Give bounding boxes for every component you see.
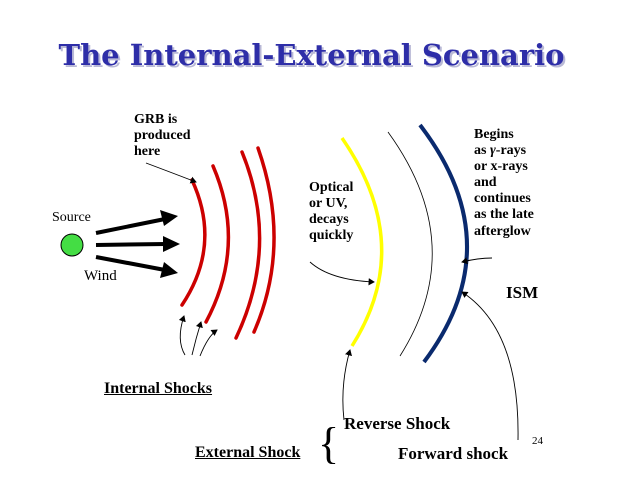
grb-label: GRB is produced here (134, 112, 191, 160)
wind-label: Wind (84, 268, 117, 284)
contact-shell (387, 131, 433, 357)
grb-pointer (145, 162, 197, 184)
internal-pointer-2 (191, 321, 203, 356)
internal-shell-1 (180, 178, 207, 307)
internal-shocks-label: Internal Shocks (104, 380, 213, 397)
optical-label-line: Optical (309, 180, 354, 195)
ism-label: ISM (506, 283, 539, 302)
grb-label-line: here (134, 144, 161, 160)
reverse-shock-pointer (342, 349, 352, 421)
forward-shock-label: Forward shock (398, 444, 509, 463)
optical-label-line: quickly (309, 228, 354, 244)
gamma-ray-line: as γ-rays (474, 143, 534, 159)
afterglow-pointer (461, 257, 493, 265)
optical-label: Optical or UV, decays quickly (309, 180, 353, 244)
wind-arrows (95, 210, 180, 278)
source-label: Source (52, 210, 91, 225)
internal-shells (180, 146, 276, 340)
internal-pointer-1 (178, 315, 186, 356)
external-shock-label: External Shock (195, 444, 301, 461)
internal-shell-2 (204, 164, 231, 324)
grb-label-line: produced (134, 128, 191, 144)
page-number: 24 (532, 435, 543, 447)
gamma-prefix: as (474, 143, 490, 159)
gamma-symbol: γ (489, 143, 496, 159)
forward-shock-pointer (461, 291, 519, 441)
afterglow-label-line: continues (474, 191, 531, 207)
optical-label-line: or UV, (309, 196, 348, 212)
afterglow-label-line: afterglow (474, 223, 531, 239)
afterglow-label-line: or x-rays (474, 159, 528, 175)
internal-shell-3 (234, 150, 262, 340)
afterglow-label: Begins as γ-rays or x-rays and continues… (474, 127, 534, 240)
internal-shell-4 (252, 146, 276, 334)
grb-label-line: GRB is (134, 112, 178, 127)
optical-pointer (309, 261, 375, 286)
reverse-shock-label: Reverse Shock (344, 414, 451, 433)
source-circle (60, 233, 84, 257)
forward-shock-shell (418, 123, 469, 364)
afterglow-label-line: as the late (474, 207, 534, 223)
internal-pointer-3 (199, 329, 218, 357)
reverse-shock-shell (340, 137, 384, 347)
optical-label-line: decays (309, 212, 349, 228)
slide-title: The Internal-External Scenario (58, 38, 565, 72)
external-shock-brace: { (318, 419, 340, 468)
afterglow-label-line: Begins (474, 127, 514, 142)
afterglow-label-line: and (474, 175, 497, 191)
gamma-suffix: -rays (495, 143, 527, 159)
